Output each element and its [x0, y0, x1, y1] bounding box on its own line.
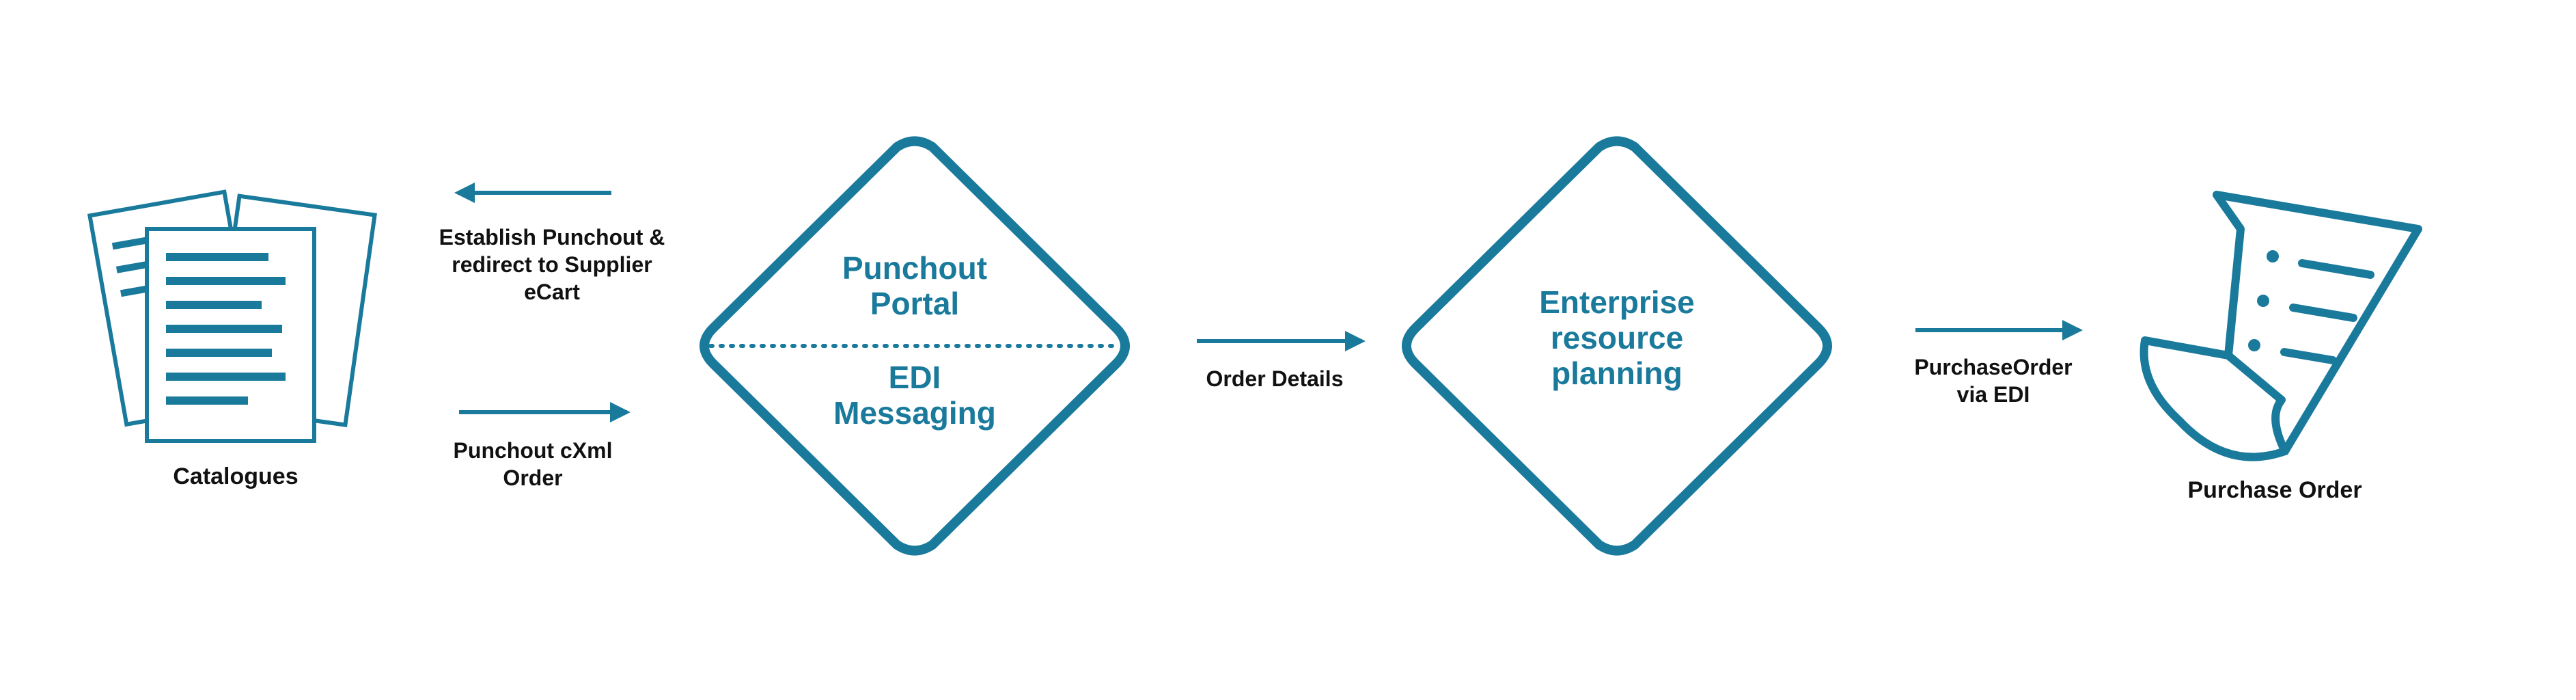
erp-title-line-2: resource	[1551, 320, 1683, 355]
erp-diamond	[1402, 136, 1832, 556]
erp-title-line-1: Enterprise	[1539, 284, 1695, 320]
receipt-scroll-icon	[2139, 191, 2422, 461]
establish-punchout-line-1: Establish Punchout &	[439, 225, 665, 250]
portal-title-line-1: Punchout	[842, 250, 987, 286]
erp-title-line-3: planning	[1551, 355, 1682, 391]
cxml-order-line-2: Order	[503, 466, 562, 490]
edi-title-line-1: EDI	[889, 360, 941, 395]
po-via-edi-line-1: PurchaseOrder	[1914, 355, 2072, 379]
purchase-order-label: Purchase Order	[2187, 477, 2362, 503]
cxml-order-line-1: Punchout cXml	[454, 438, 613, 463]
establish-punchout-line-3: eCart	[524, 280, 580, 304]
establish-punchout-line-2: redirect to Supplier	[452, 252, 652, 277]
edi-title-line-2: Messaging	[833, 395, 996, 431]
po-via-edi-line-2: via EDI	[1957, 382, 2030, 407]
catalogues-label: Catalogues	[173, 463, 298, 489]
documents-stack-icon	[87, 189, 377, 443]
order-details-label: Order Details	[1206, 366, 1344, 391]
portal-title-line-2: Portal	[870, 286, 959, 321]
